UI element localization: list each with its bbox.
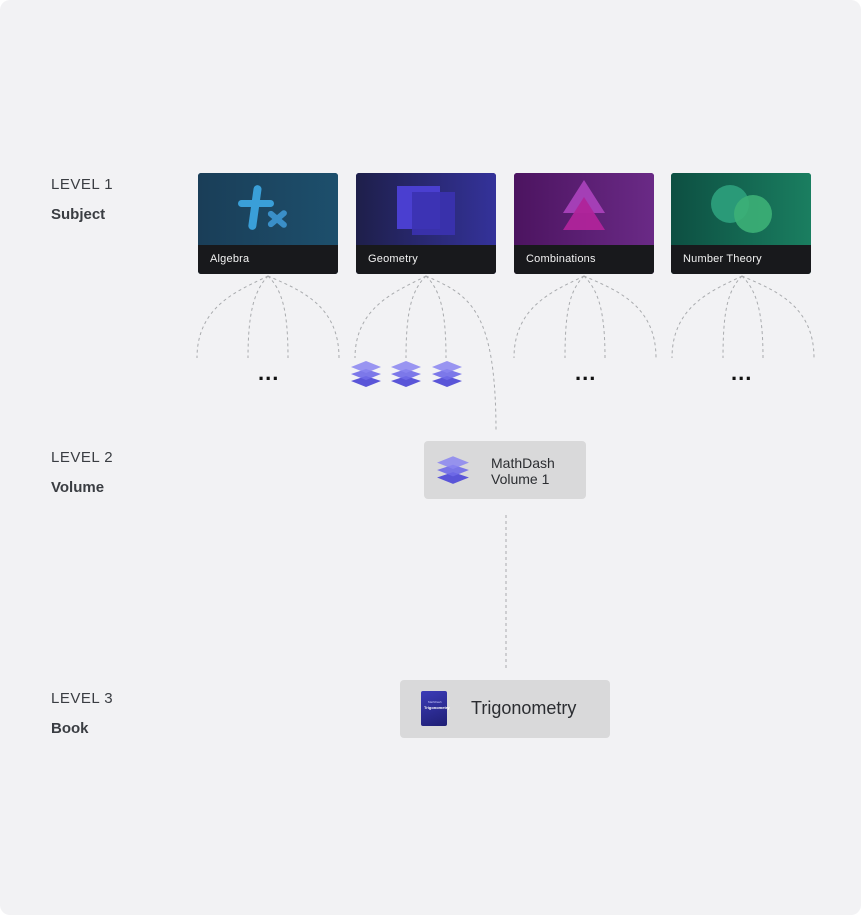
volume-title-line1: MathDash <box>491 455 555 471</box>
level-1-label: LEVEL 1 Subject <box>51 176 113 223</box>
stacked-layers-icon[interactable] <box>350 358 382 390</box>
algebra-tx-icon <box>198 173 338 245</box>
level-name: Book <box>51 720 89 737</box>
geometry-squares-icon <box>356 173 496 245</box>
volume-title: MathDash Volume 1 <box>491 455 555 487</box>
book-cover-brand: MathDash <box>428 700 442 704</box>
more-ellipsis: ... <box>575 360 597 385</box>
stacked-layers-icon[interactable] <box>431 358 463 390</box>
subject-card-number-theory[interactable]: Number Theory <box>671 173 811 274</box>
volume-node[interactable]: MathDash Volume 1 <box>424 441 586 499</box>
level-2-label: LEVEL 2 Volume <box>51 449 113 496</box>
subject-label: Algebra <box>198 245 338 274</box>
subject-card-combinations[interactable]: Combinations <box>514 173 654 274</box>
more-ellipsis: ... <box>731 360 753 385</box>
level-3-label: LEVEL 3 Book <box>51 690 113 737</box>
book-cover-icon: MathDash Trigonometry <box>421 691 450 726</box>
subject-card-geometry[interactable]: Geometry <box>356 173 496 274</box>
level-number: LEVEL 2 <box>51 449 114 466</box>
level-number: LEVEL 1 <box>51 176 114 193</box>
level-name: Volume <box>51 479 105 496</box>
level-name: Subject <box>51 206 106 223</box>
subject-label: Geometry <box>356 245 496 274</box>
subject-label: Number Theory <box>671 245 811 274</box>
more-ellipsis: ... <box>258 360 280 385</box>
book-title: Trigonometry <box>471 698 577 718</box>
combinations-triangles-icon <box>514 173 654 245</box>
level-number: LEVEL 3 <box>51 690 114 707</box>
volume-title-line2: Volume 1 <box>491 471 550 487</box>
stacked-layers-icon[interactable] <box>390 358 422 390</box>
number-theory-circles-icon <box>671 173 811 245</box>
stacked-layers-icon <box>437 456 469 484</box>
subject-label: Combinations <box>514 245 654 274</box>
book-node[interactable]: MathDash Trigonometry Trigonometry <box>400 680 610 738</box>
book-cover-title: Trigonometry <box>424 705 450 710</box>
subject-card-algebra[interactable]: Algebra <box>198 173 338 274</box>
